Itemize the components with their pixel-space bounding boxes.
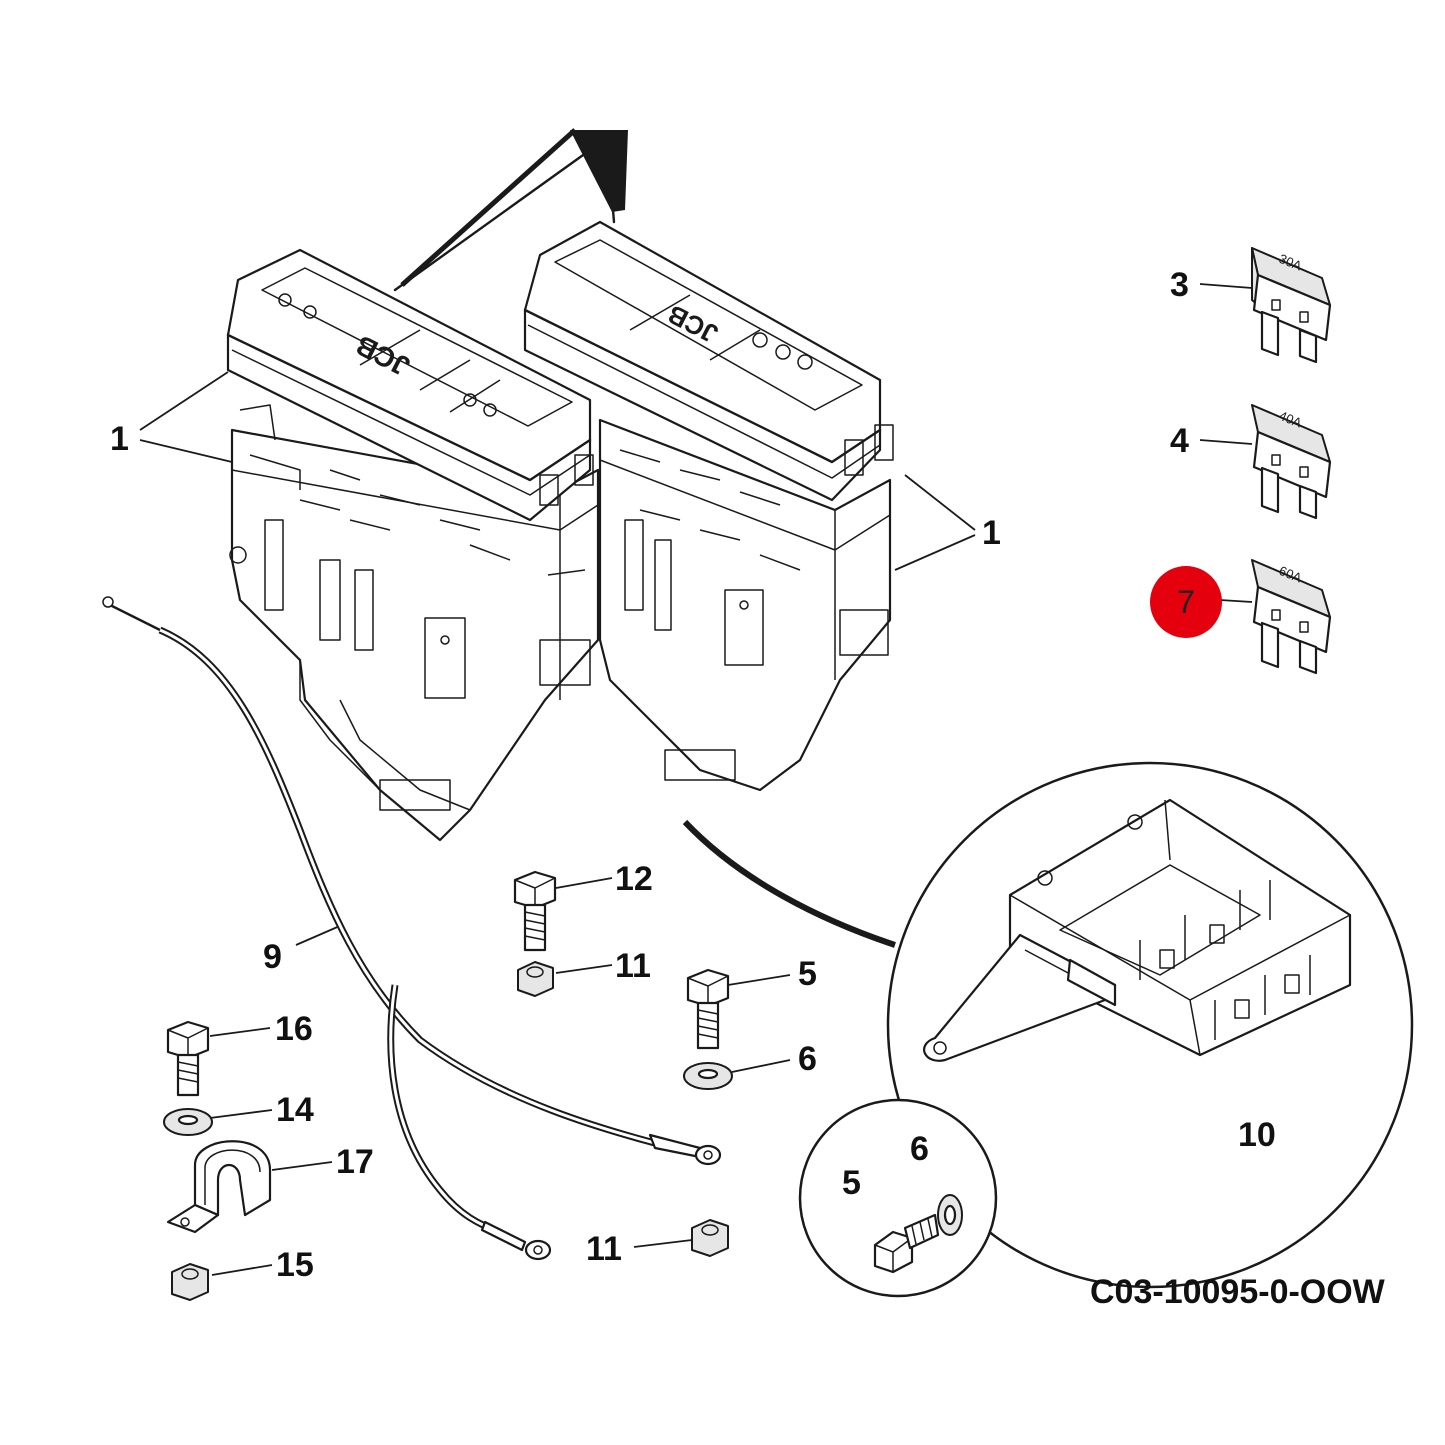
- callout-bolt-12: 12: [615, 860, 653, 898]
- callout-cable-9: 9: [263, 938, 282, 976]
- callout-fuse-40a: 4: [1170, 422, 1189, 460]
- callout-detail-washer-6: 6: [910, 1130, 929, 1168]
- fuse-40a: 40A: [1251, 404, 1332, 520]
- nut-11-lower-part: [691, 1219, 729, 1257]
- fuse-30a: 30A: [1251, 247, 1332, 364]
- callout-fuse-box-right: 1: [982, 514, 1001, 552]
- detail-pointer-arc: [682, 819, 896, 948]
- fixing-detail-view: [798, 1098, 998, 1298]
- bracket-detail-view: [886, 761, 1414, 1289]
- nut-11-upper-part: [517, 961, 554, 997]
- callout-washer-14: 14: [276, 1091, 314, 1129]
- callout-nut-11-lower: 11: [586, 1230, 622, 1268]
- washer-6-part: [683, 1062, 733, 1090]
- callout-bolt-16: 16: [275, 1010, 313, 1048]
- callout-bolt-5: 5: [798, 955, 817, 993]
- callout-fuse-30a: 3: [1170, 266, 1189, 304]
- callout-nut-15: 15: [276, 1246, 314, 1284]
- earth-cable: [102, 596, 722, 1261]
- callout-nut-11-upper: 11: [615, 947, 651, 985]
- callout-washer-6: 6: [798, 1040, 817, 1078]
- fuse-60a: 60A: [1251, 559, 1332, 675]
- callout-fuse-60a-highlight: 7: [1150, 566, 1222, 638]
- callout-p-clip-17: 17: [336, 1143, 374, 1181]
- drawing-code: C03-10095-0-OOW: [1090, 1273, 1385, 1311]
- p-clip-17-part: [166, 1140, 272, 1234]
- washer-14-part: [163, 1108, 213, 1136]
- bolt-16-part: [166, 1020, 210, 1097]
- callout-bracket-10: 10: [1238, 1116, 1276, 1154]
- fuse-box-right: JCB: [523, 220, 894, 792]
- callout-detail-bolt-5: 5: [842, 1164, 861, 1202]
- nut-15-part: [171, 1263, 209, 1301]
- bolt-5-part: [686, 968, 730, 1050]
- bolt-12-part: [513, 870, 557, 952]
- fuse-box-left: JCB: [226, 248, 600, 842]
- callout-fuse-box-left: 1: [110, 420, 129, 458]
- lid-pointer-lines: [393, 128, 628, 292]
